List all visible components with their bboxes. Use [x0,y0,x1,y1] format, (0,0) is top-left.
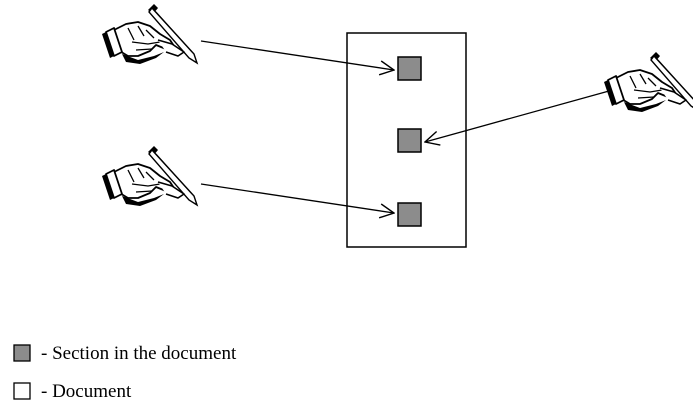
section-square-top [397,56,422,81]
legend-section-label: - Section in the document [41,343,237,364]
hand-writing-icon [101,3,198,65]
legend-document-label: - Document [41,381,132,402]
section-square-middle [397,128,422,153]
legend-document-swatch [13,382,31,400]
legend: - Section in the document - Document [13,343,237,402]
document-box [346,32,467,248]
legend-section-swatch [13,344,31,362]
hand-writing-icon [101,145,198,207]
arrow-top-left-to-top-section [200,40,394,70]
section-square-bottom [397,202,422,227]
arrow-right-to-middle-section [425,90,610,142]
hand-writing-icon [603,51,693,113]
arrow-bottom-left-to-bottom-section [200,183,394,213]
